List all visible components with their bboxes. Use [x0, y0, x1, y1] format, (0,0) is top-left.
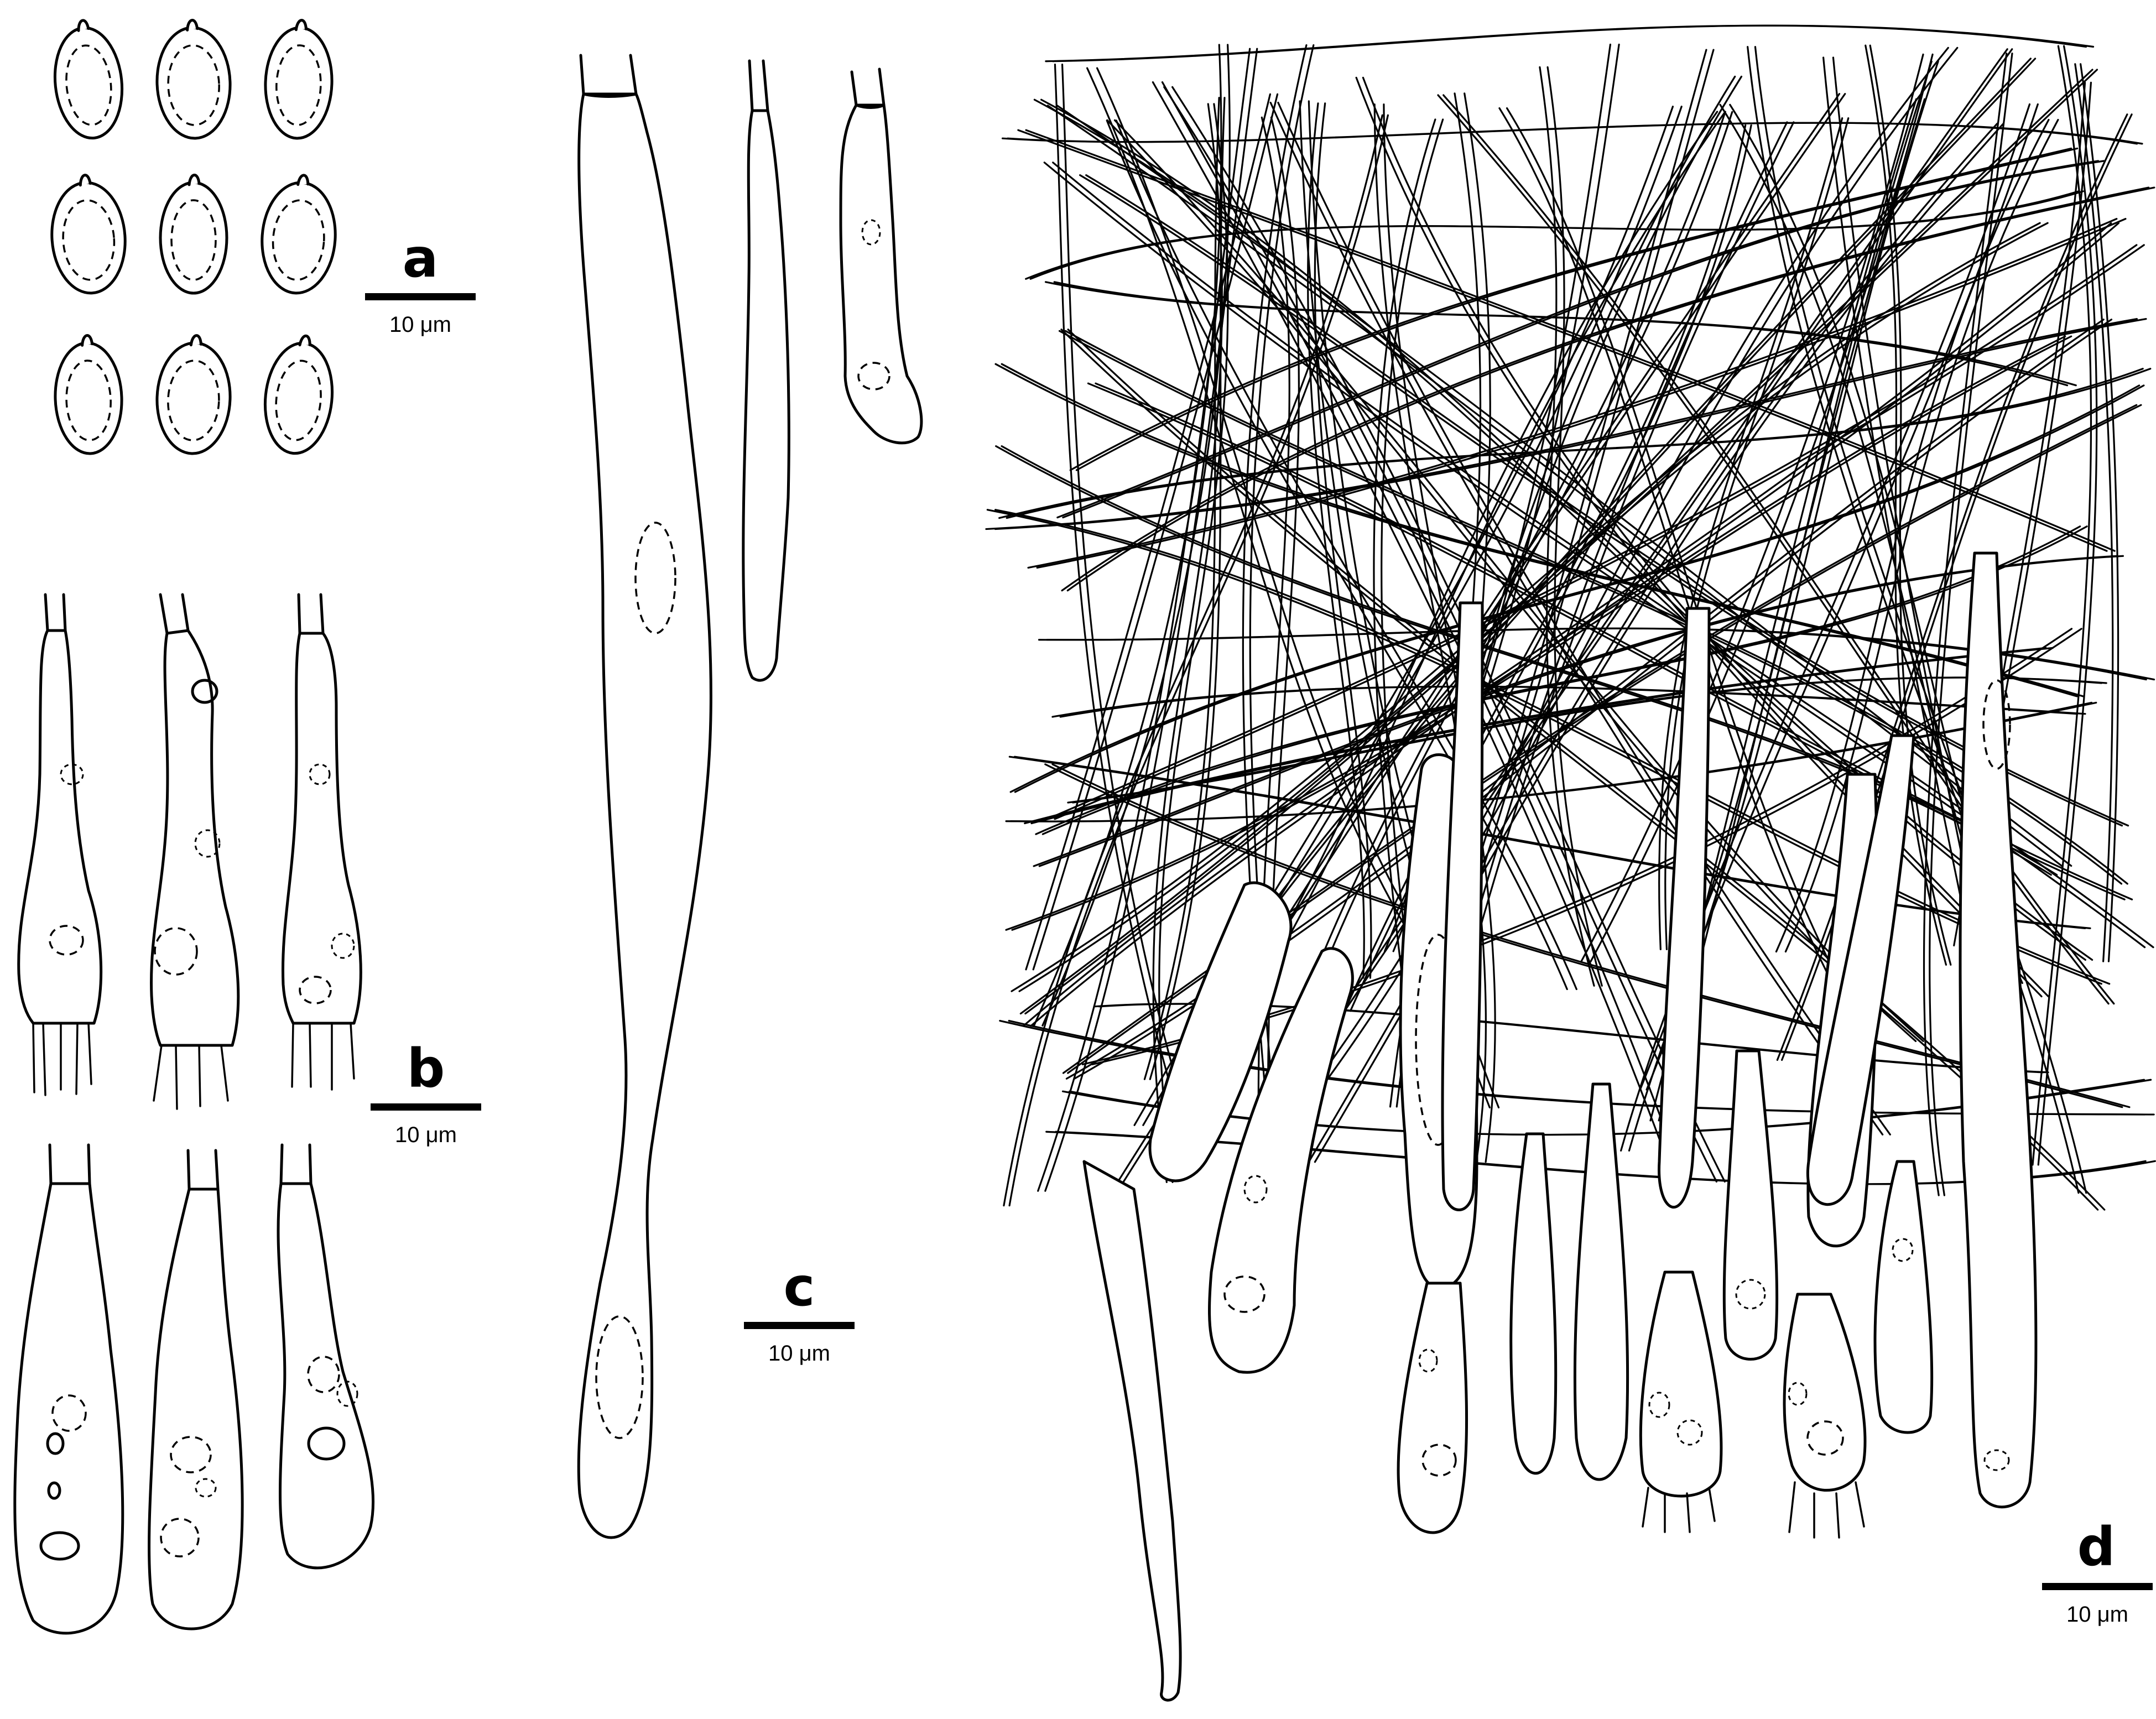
pileocystidium: [1806, 734, 1915, 1206]
panel-a-spores: [50, 19, 337, 455]
panel-c-scale-label: 10 μm: [768, 1341, 830, 1366]
hypha: [1035, 525, 2088, 835]
basidiole: [13, 1143, 124, 1635]
panel-a-scale-bar: [365, 293, 476, 300]
cystidium: [742, 59, 790, 682]
hypha: [1046, 244, 2145, 820]
pileocystidium: [1509, 1132, 1558, 1475]
hypha: [2074, 63, 2119, 962]
cystidium: [839, 67, 923, 445]
terminal-elements: [1082, 551, 2038, 1702]
hypha: [1045, 24, 2095, 62]
hypha: [1498, 107, 1864, 1027]
panel-d-scale-bar: [2042, 1583, 2153, 1590]
basidiole: [148, 1149, 244, 1631]
pileocystidium: [1873, 1160, 1934, 1434]
spore: [53, 19, 124, 140]
basidiole: [277, 1143, 375, 1570]
basidium: [150, 593, 240, 1110]
basidium: [17, 593, 103, 1096]
panel-a-letter: a: [403, 227, 439, 289]
pileocystidium: [1148, 881, 1293, 1183]
terminal-hypha: [1082, 1160, 1182, 1702]
panel-a-label: a 10 μm: [365, 227, 476, 337]
hypha: [1446, 121, 1795, 1022]
hypha: [1747, 46, 2087, 1194]
hypha: [1233, 58, 2037, 956]
pileocystidium: [1722, 1049, 1779, 1361]
panel-c-cystidia: [577, 54, 923, 1539]
panel-b-scale-label: 10 μm: [395, 1123, 457, 1147]
panel-d-scale-label: 10 μm: [2066, 1602, 2128, 1627]
hypha: [1106, 119, 1577, 991]
hypha: [1437, 94, 2115, 1005]
panel-b-label: b 10 μm: [371, 1038, 481, 1147]
pileocystidium: [1573, 1082, 1629, 1481]
panel-a-scale-label: 10 μm: [389, 312, 451, 337]
hypha: [1061, 186, 2155, 592]
panel-d-label: d 10 μm: [2042, 1516, 2153, 1627]
hypha: [994, 363, 2084, 697]
hypha: [1003, 114, 1389, 1207]
spore: [155, 19, 232, 140]
panel-d-letter: d: [2077, 1516, 2116, 1578]
hypha: [998, 368, 2152, 519]
hypha: [1307, 102, 1372, 979]
spore: [54, 334, 123, 455]
panel-c-scale-bar: [744, 1322, 855, 1329]
hypha: [1054, 64, 1187, 1117]
panel-c-letter: c: [784, 1256, 815, 1318]
spore: [155, 334, 232, 455]
hypha: [1001, 122, 2143, 145]
basidium: [1639, 1270, 1723, 1533]
panel-b-basidia: [13, 593, 375, 1635]
panel-c-label: c 10 μm: [744, 1256, 855, 1366]
hypha: [1017, 129, 2116, 552]
pileocystidium: [1397, 1282, 1468, 1534]
hypha: [1025, 93, 1279, 971]
hypha: [1009, 384, 2145, 793]
hypha: [2032, 45, 2098, 1166]
spore: [261, 174, 337, 295]
spore: [50, 174, 127, 295]
pileocystidium: [1959, 551, 2038, 1509]
panel-b-letter: b: [407, 1038, 445, 1100]
pileocystidium: [1441, 601, 1484, 1211]
basidium: [1783, 1293, 1867, 1539]
panel-d-pileipellis: [985, 24, 2156, 1702]
cystidium: [577, 54, 712, 1539]
panel-b-scale-bar: [371, 1103, 481, 1111]
hypha: [1027, 218, 2127, 569]
spore: [264, 19, 334, 140]
hypha: [1269, 101, 1891, 1135]
pileocystidium: [1208, 947, 1354, 1374]
pileocystidium: [1658, 607, 1711, 1209]
spore: [263, 334, 334, 455]
spore: [159, 174, 228, 295]
basidium: [282, 593, 362, 1091]
hypha: [1658, 117, 1850, 950]
